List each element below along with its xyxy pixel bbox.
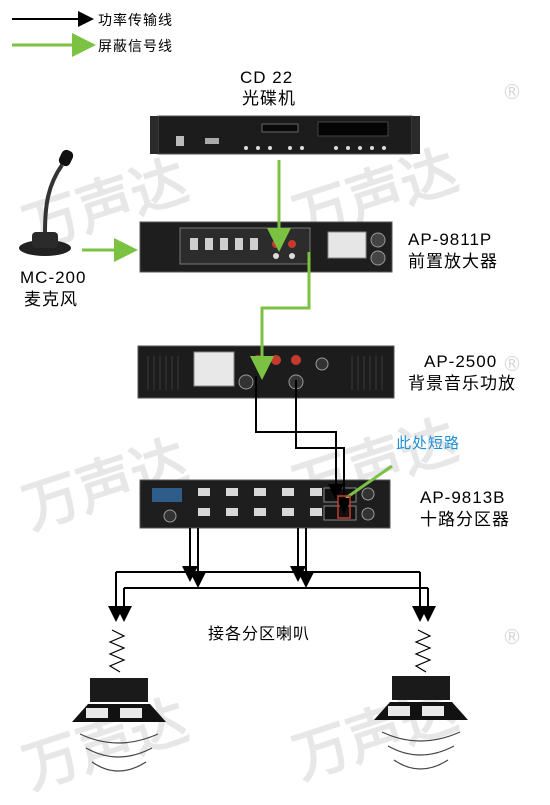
cd-name-label: 光碟机 bbox=[242, 89, 296, 109]
mic-model-label: MC-200 bbox=[20, 268, 87, 287]
left-speaker bbox=[72, 629, 166, 772]
legend-shield-label: 屏蔽信号线 bbox=[98, 39, 173, 55]
preamp-name-label: 前置放大器 bbox=[408, 252, 498, 272]
cd-player-device bbox=[150, 115, 420, 155]
mic-name-label: 麦克风 bbox=[24, 290, 78, 310]
registered-mark-3: ® bbox=[502, 352, 522, 376]
zone-selector-device bbox=[139, 479, 391, 529]
amp-device bbox=[137, 345, 395, 399]
microphone-device bbox=[19, 149, 74, 256]
legend-power-label: 功率传输线 bbox=[98, 13, 173, 29]
amp-name-label: 背景音乐功放 bbox=[408, 374, 516, 394]
zone-model-label: AP-9813B bbox=[420, 488, 506, 507]
preamp-to-amp-line bbox=[250, 252, 311, 380]
cd-model-label: CD 22 bbox=[240, 68, 294, 87]
short-circuit-point bbox=[337, 495, 351, 519]
registered-mark-4: ® bbox=[502, 625, 522, 649]
amp-to-zone-line-2 bbox=[295, 380, 352, 514]
preamp-model-label: AP-9811P bbox=[408, 230, 493, 249]
amp-model-label: AP-2500 bbox=[424, 352, 498, 371]
short-circuit-note: 此处短路 bbox=[396, 434, 461, 452]
preamp-device bbox=[139, 221, 393, 273]
registered-mark-1: ® bbox=[502, 80, 522, 104]
short-circuit-pointer bbox=[345, 464, 393, 500]
speakers-note: 接各分区喇叭 bbox=[208, 624, 311, 643]
right-speaker bbox=[374, 629, 468, 770]
zone-name-label: 十路分区器 bbox=[420, 510, 510, 530]
